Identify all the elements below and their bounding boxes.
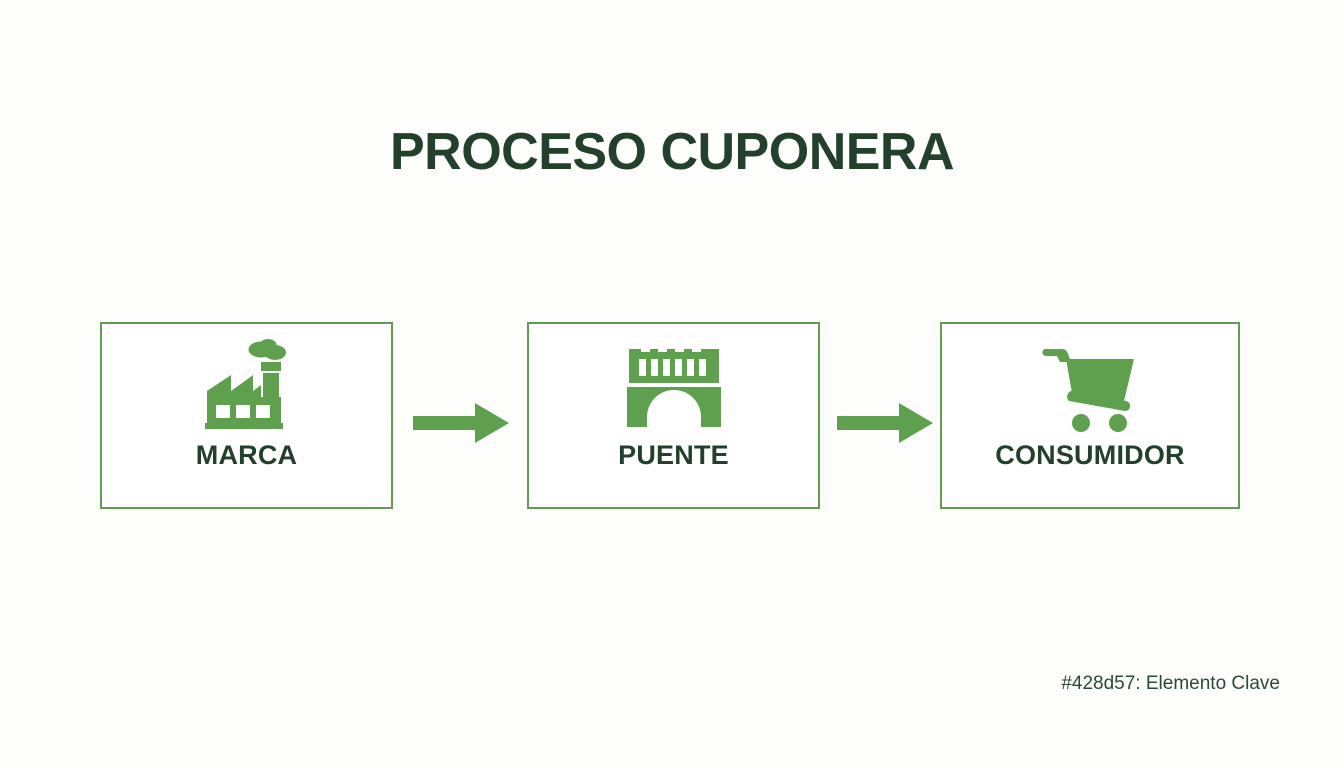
flow-node-puente[interactable]: PUENTE bbox=[527, 322, 820, 509]
flow-node-consumidor[interactable]: CONSUMIDOR bbox=[940, 322, 1240, 509]
process-flow: MARCA bbox=[100, 322, 1240, 509]
flow-node-marca[interactable]: MARCA bbox=[100, 322, 393, 509]
flow-node-label: MARCA bbox=[195, 440, 298, 470]
footer-note: #428d57: Elemento Clave bbox=[1061, 673, 1280, 694]
arrow-right-icon bbox=[837, 400, 933, 446]
arrow-right-icon bbox=[413, 400, 509, 446]
flow-node-label: CONSUMIDOR bbox=[995, 440, 1185, 470]
flow-node-label: PUENTE bbox=[618, 440, 729, 470]
shopping-cart-icon bbox=[1038, 338, 1142, 434]
factory-icon bbox=[199, 338, 295, 434]
bridge-icon bbox=[625, 338, 723, 434]
page-title: PROCESO CUPONERA bbox=[389, 123, 955, 181]
